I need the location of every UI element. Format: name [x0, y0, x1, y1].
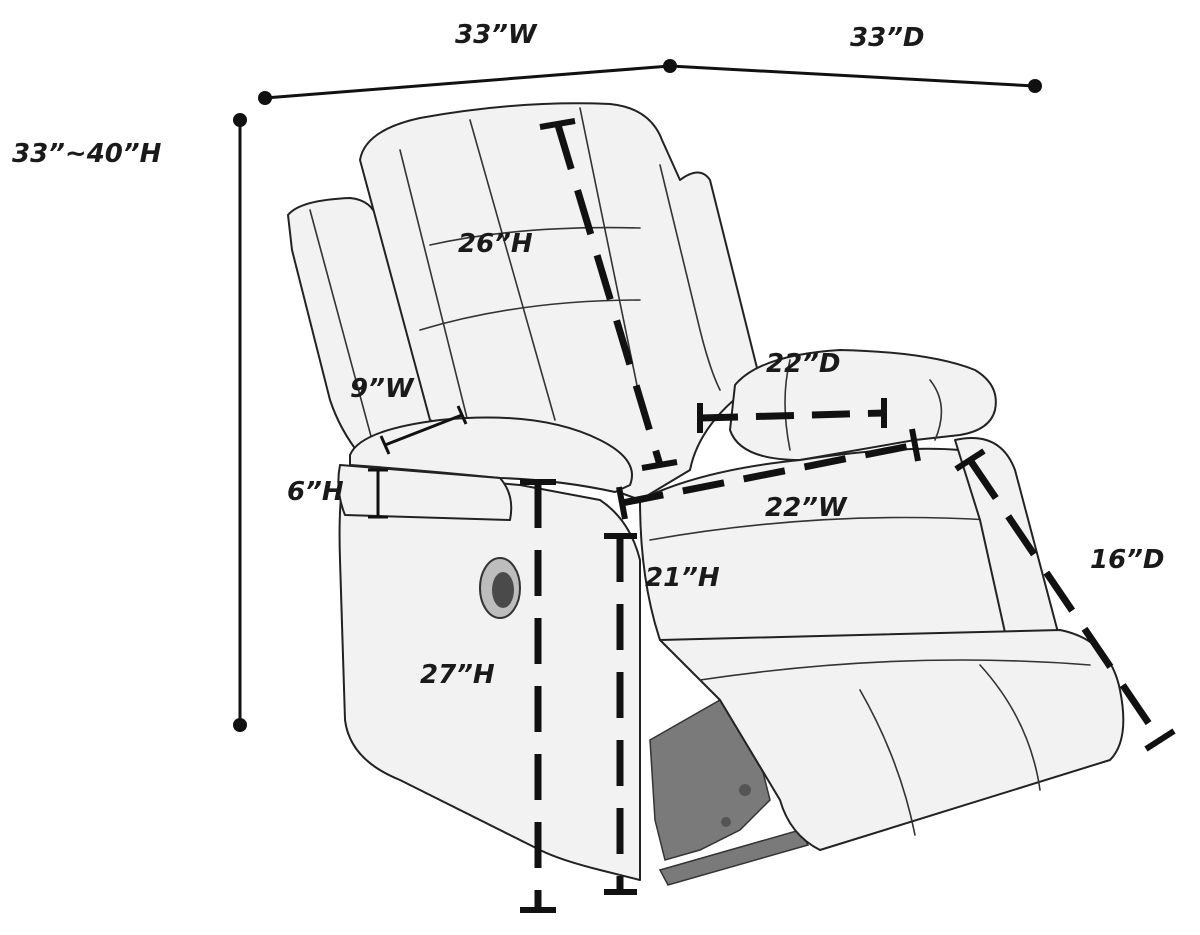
dimension-labels: 33”W 33”D 33”~40”H 26”H 9”W 6”H 22”D 22”…	[12, 20, 1165, 690]
back-height-line	[539, 118, 678, 471]
seat-height-line	[604, 533, 637, 895]
back-height-label: 26”H	[458, 229, 533, 259]
recline-lever	[479, 557, 521, 619]
arm-floor-height-label: 27”H	[420, 660, 495, 690]
arm-height-line	[368, 468, 388, 519]
overall-height-line	[233, 113, 247, 732]
overall-width-depth-line	[258, 59, 1042, 105]
seat-width-label: 22”W	[765, 493, 848, 523]
arm-height-label: 6”H	[287, 477, 344, 507]
arm-width-line	[379, 405, 468, 455]
seat-height-label: 21”H	[645, 563, 720, 593]
seat-depth-label: 22”D	[766, 349, 841, 379]
footrest-depth-label: 16”D	[1090, 545, 1165, 575]
overall-height-label: 33”~40”H	[12, 139, 162, 169]
recliner-mechanism	[649, 699, 810, 886]
footrest-depth-line	[954, 448, 1176, 752]
left-arm-front-panel	[338, 469, 641, 881]
left-arm-front-pad	[337, 464, 513, 521]
seat-depth-line	[697, 398, 887, 433]
overall-depth-label: 33”D	[850, 23, 925, 53]
dimension-lines	[233, 59, 1176, 913]
overall-width-label: 33”W	[455, 20, 538, 50]
seat-width-line	[616, 428, 921, 520]
arm-width-label: 9”W	[350, 374, 415, 404]
arm-floor-height-line	[520, 479, 556, 913]
recliner-chair-illustration	[287, 102, 1125, 886]
right-arm	[729, 349, 997, 461]
